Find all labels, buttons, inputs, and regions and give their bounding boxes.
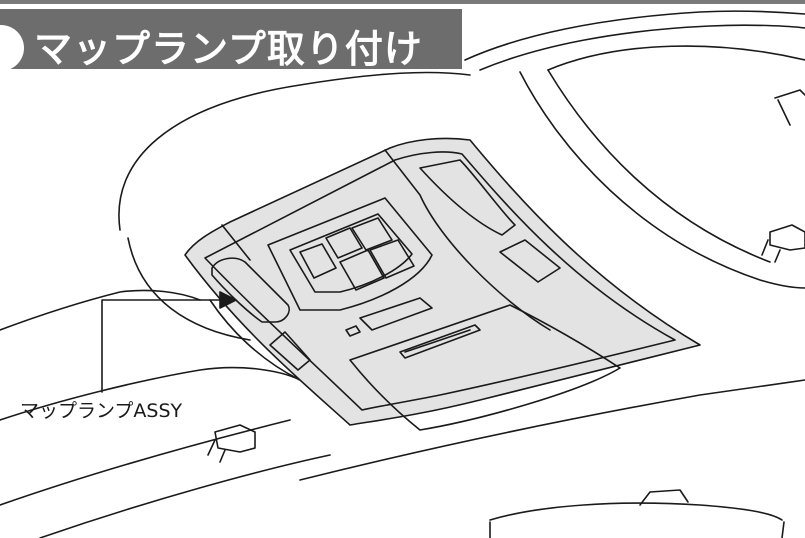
page-title: マップランプ取り付け (34, 27, 423, 71)
step-number-circle-icon (0, 25, 24, 71)
sunroof-frame-inner (547, 69, 771, 263)
right-clip-base (761, 239, 781, 263)
left-map-lens (211, 257, 290, 323)
switch-2 (351, 217, 393, 251)
console-panel (184, 137, 701, 426)
title-rule (0, 0, 805, 4)
switch-cluster-outer (267, 197, 433, 311)
side-rail-lower (0, 366, 301, 421)
callout-label: マップランプASSY (20, 400, 183, 422)
rear-mirror-mount (639, 489, 689, 506)
console-inner-border (204, 151, 676, 411)
left-clip (214, 424, 256, 453)
lower-panel-line-2 (39, 454, 331, 538)
side-rail-upper (0, 289, 201, 331)
left-small-lens (269, 331, 311, 371)
holder-panel (349, 304, 621, 431)
rear-mirror-top (489, 502, 783, 521)
lower-panel-line-1 (0, 419, 291, 506)
switch-1 (325, 227, 363, 259)
mic-dot (345, 325, 361, 337)
right-clip (769, 224, 805, 251)
sunroof-frame-top (547, 45, 805, 71)
mic-grille-2 (404, 329, 471, 353)
switch-3 (339, 249, 385, 291)
right-map-lens (419, 159, 516, 236)
side-rail-lip (209, 299, 301, 381)
title-banner: マップランプ取り付け (0, 9, 462, 71)
holder-slot (399, 324, 481, 359)
mic-grille-1 (359, 297, 433, 331)
headliner-edge-inner (127, 237, 251, 341)
switch-4 (369, 239, 415, 279)
right-small-lens (499, 239, 561, 283)
windshield-edge-2 (479, 24, 805, 71)
rear-mirror-edge (489, 521, 785, 538)
lower-roof-edge (299, 379, 805, 481)
leader-line (101, 299, 223, 393)
sunroof-frame-outer (519, 71, 805, 289)
headliner-edge (118, 71, 471, 231)
sunroof-corner (774, 89, 805, 126)
console-divider (221, 149, 551, 331)
left-clip-base (207, 439, 226, 463)
switch-5 (299, 243, 337, 279)
windshield-edge (464, 10, 805, 61)
leader-arrow-icon (219, 291, 237, 309)
